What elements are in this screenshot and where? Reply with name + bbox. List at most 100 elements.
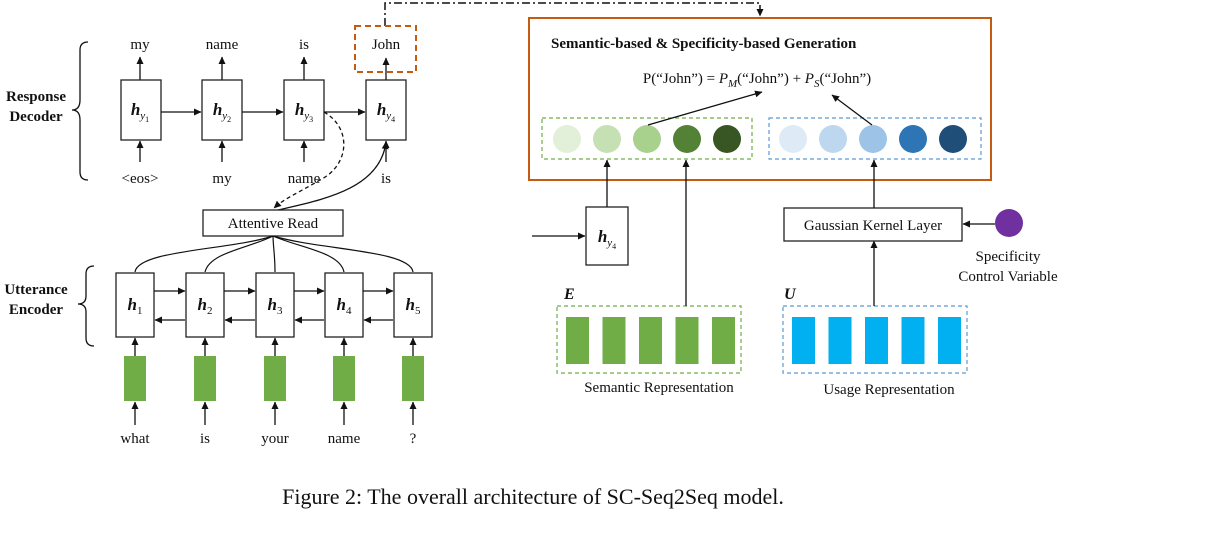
svg-text:hy3: hy3 — [295, 100, 313, 124]
middle-decoder-state: hy4 — [532, 159, 629, 266]
response-decoder: Response Decoder my name is John hy1 hy2… — [6, 25, 417, 211]
semantic-probability-circle — [673, 125, 701, 153]
generation-title: Semantic-based & Specificity-based Gener… — [551, 36, 857, 52]
john-to-generation-connector — [384, 2, 764, 26]
semantic-distribution-box — [541, 117, 753, 160]
gaussian-kernel-label: Gaussian Kernel Layer — [804, 218, 942, 234]
usage-embedding-bar — [938, 317, 961, 364]
word-embedding — [264, 337, 286, 425]
semantic-matrix-box — [556, 305, 742, 374]
encoder-input-word: your — [261, 431, 289, 447]
decoder-output-word-john: John — [372, 37, 401, 53]
attentive-read-label: Attentive Read — [228, 216, 319, 232]
usage-matrix-box — [782, 305, 968, 374]
encoder-cell: h3 — [255, 272, 295, 338]
figure-caption: Figure 2: The overall architecture of SC… — [282, 484, 784, 509]
specificity-distribution-circles — [779, 125, 967, 153]
decoder-cell: hy1 — [120, 79, 162, 141]
usage-label: Usage Representation — [823, 382, 955, 398]
generation-formula: P(“John”) = PM(“John”) + PS(“John”) — [643, 71, 871, 90]
decoder-brace — [71, 41, 89, 181]
word-embedding — [124, 337, 146, 425]
generation-frame — [528, 17, 992, 181]
usage-matrix-symbol: U — [784, 286, 797, 303]
svg-text:h3: h3 — [268, 295, 283, 317]
utterance-encoder: Utterance Encoder h1 h2 h3 h4 h5 — [4, 265, 433, 447]
usage-embedding-bar — [792, 317, 815, 364]
semantic-probability-circle — [713, 125, 741, 153]
usage-embedding-bar — [901, 317, 925, 364]
decoder-input-word: is — [381, 171, 391, 187]
control-label-line1: Specificity — [976, 249, 1041, 265]
semantic-representation: E Semantic Representation — [556, 159, 742, 396]
encoder-input-word: is — [200, 431, 210, 447]
usage-bars — [792, 317, 961, 364]
decoder-output-word: my — [130, 37, 150, 53]
semantic-embedding-bar — [566, 317, 589, 364]
semantic-embedding-bar — [602, 317, 626, 364]
semantic-distribution-circles — [553, 125, 741, 153]
word-embedding — [402, 337, 424, 425]
decoder-cell: hy3 — [283, 79, 325, 141]
svg-text:hy4: hy4 — [598, 227, 616, 251]
decoder-cell: hy4 — [365, 79, 407, 141]
svg-text:h5: h5 — [406, 295, 421, 317]
attention-query-dashed — [273, 111, 345, 209]
decoder-input-word: name — [288, 171, 321, 187]
encoder-label-line1: Utterance — [4, 282, 68, 298]
semantic-bars — [566, 317, 735, 364]
semantic-embedding-bar — [712, 317, 735, 364]
semantic-probability-circle — [553, 125, 581, 153]
encoder-input-word: ? — [410, 431, 417, 447]
svg-text:h2: h2 — [198, 295, 213, 317]
gaussian-kernel: Gaussian Kernel Layer Specificity Contro… — [783, 159, 1058, 285]
usage-embedding-bar — [828, 317, 852, 364]
decoder-input-word: my — [212, 171, 232, 187]
attention-context-arrow — [277, 141, 389, 211]
word-embedding — [333, 337, 355, 425]
encoder-input-word: name — [328, 431, 361, 447]
decoder-label-line1: Response — [6, 89, 66, 105]
specificity-probability-circle — [859, 125, 887, 153]
semantic-embedding-bar — [675, 317, 699, 364]
semantic-probability-circle — [633, 125, 661, 153]
semantic-embedding-bar — [639, 317, 662, 364]
encoder-cell: h5 — [393, 272, 433, 338]
semantic-matrix-symbol: E — [563, 286, 575, 303]
specificity-probability-circle — [939, 125, 967, 153]
encoder-cell: h4 — [324, 272, 364, 338]
john-output-box — [354, 25, 417, 73]
decoder-cell: hy2 — [201, 79, 243, 141]
attentive-read-box — [202, 209, 344, 237]
decoder-label-line2: Decoder — [9, 109, 63, 125]
encoder-cell: h1 — [115, 272, 155, 338]
specificity-control-dot — [995, 209, 1023, 237]
control-label-line2: Control Variable — [958, 269, 1058, 285]
specificity-probability-circle — [819, 125, 847, 153]
decoder-output-word: is — [299, 37, 309, 53]
encoder-input-word: what — [120, 431, 150, 447]
specificity-distribution-box — [768, 117, 982, 160]
specificity-probability-circle — [899, 125, 927, 153]
decoder-output-word: name — [206, 37, 239, 53]
svg-text:h1: h1 — [128, 295, 143, 317]
usage-embedding-bar — [865, 317, 888, 364]
specificity-probability-circle — [779, 125, 807, 153]
svg-text:hy4: hy4 — [377, 100, 395, 124]
svg-text:h4: h4 — [337, 295, 352, 317]
encoder-cell: h2 — [185, 272, 225, 338]
svg-text:hy1: hy1 — [131, 100, 149, 124]
generation-module: Semantic-based & Specificity-based Gener… — [528, 17, 992, 181]
semantic-probability-circle — [593, 125, 621, 153]
gaussian-kernel-box — [783, 207, 963, 242]
decoder-input-word: <eos> — [122, 171, 159, 187]
encoder-brace — [77, 265, 95, 347]
word-embedding — [194, 337, 216, 425]
usage-representation: U Usage Representation — [782, 240, 968, 398]
semantic-label: Semantic Representation — [584, 380, 734, 396]
attention-fan — [134, 235, 414, 273]
svg-text:hy2: hy2 — [213, 100, 231, 124]
encoder-label-line2: Encoder — [9, 302, 64, 318]
